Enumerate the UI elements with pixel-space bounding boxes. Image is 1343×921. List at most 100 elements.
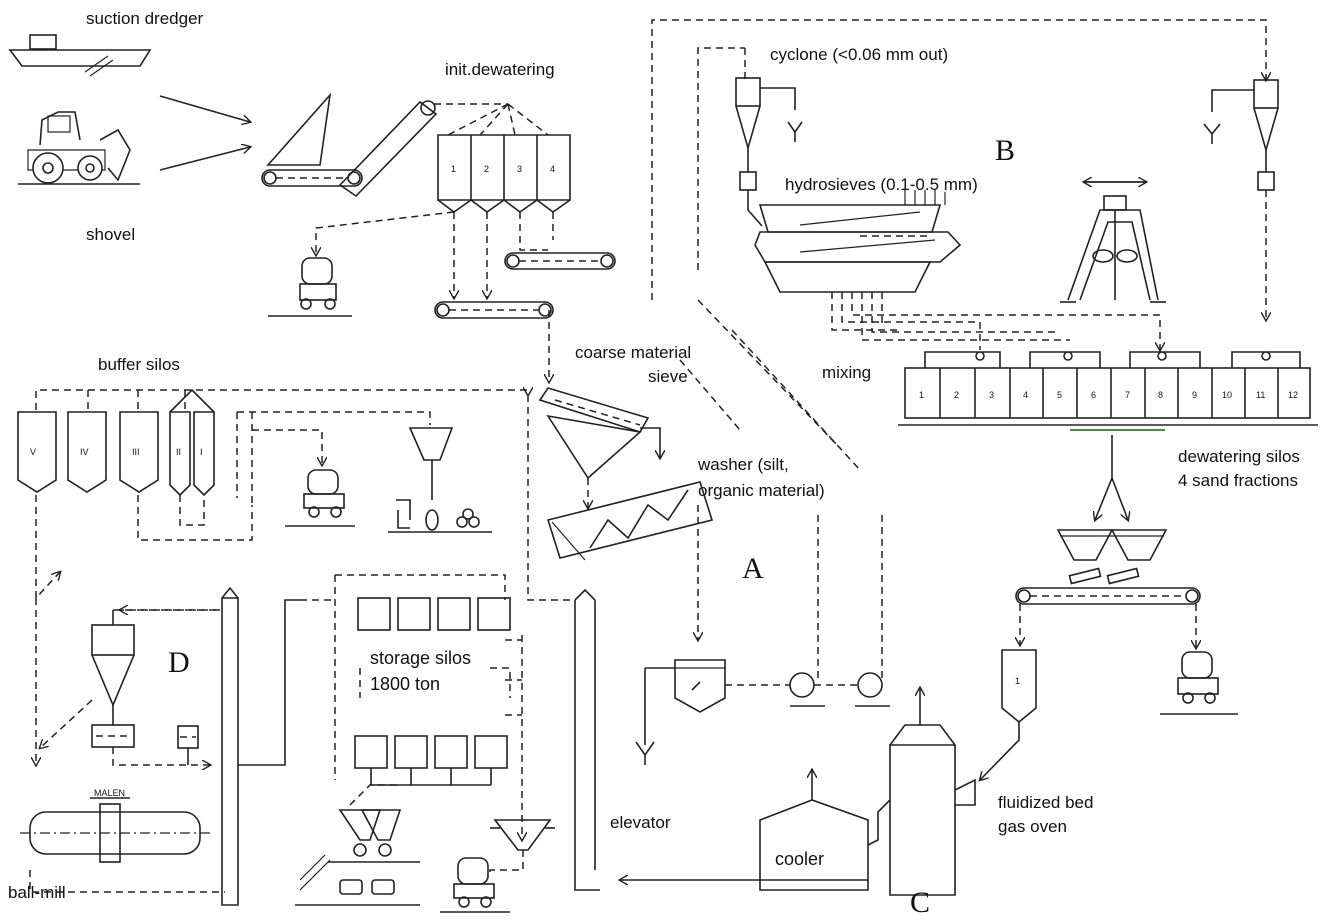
buffer-top-line bbox=[36, 390, 528, 410]
init-silo-4: 4 bbox=[550, 164, 555, 174]
buffer-silos-label: buffer silos bbox=[98, 355, 180, 374]
elevator-left bbox=[222, 588, 335, 905]
mill-classifiers bbox=[92, 725, 210, 765]
dewatering-silo-1: 1 bbox=[919, 390, 924, 400]
buffer-silo-iv: IV bbox=[80, 447, 89, 457]
buffer-silo-iii: III bbox=[132, 447, 140, 457]
sand-hoppers bbox=[1058, 530, 1166, 584]
sieve-label: sieve bbox=[648, 367, 688, 386]
cyclone-left bbox=[736, 78, 802, 226]
bagging-unit bbox=[295, 785, 420, 905]
feed-hopper bbox=[262, 95, 362, 186]
storage-silos-top bbox=[358, 598, 510, 630]
init-truck-icon bbox=[268, 258, 352, 316]
dewatering-silo-6: 6 bbox=[1091, 390, 1096, 400]
elevator-label: elevator bbox=[610, 813, 671, 832]
side-conveyor bbox=[505, 253, 615, 269]
coarse-sieve bbox=[540, 388, 660, 508]
silo-distributors bbox=[925, 352, 1300, 368]
dewatering-silo-numbers: 1 2 3 4 5 6 7 8 9 10 11 12 bbox=[919, 390, 1298, 400]
storage-top-line bbox=[335, 575, 505, 600]
section-c-label: C bbox=[910, 886, 930, 919]
svg-text:1: 1 bbox=[1015, 676, 1020, 686]
buffer-truck-icon bbox=[285, 470, 355, 526]
init-dewatering-label: init.dewatering bbox=[445, 60, 555, 79]
hydrosieves bbox=[755, 190, 960, 292]
dewatering-silo-2: 2 bbox=[954, 390, 959, 400]
hydrosieves-label: hydrosieves (0.1-0.5 mm) bbox=[785, 175, 978, 194]
storage-taps bbox=[505, 640, 522, 715]
sand-fractions-label: 4 sand fractions bbox=[1178, 471, 1298, 490]
elevator-feed-line bbox=[528, 395, 575, 600]
buffer-bottom-collect bbox=[138, 495, 252, 540]
guide-line-1 bbox=[732, 330, 860, 470]
dewatering-silo-3: 3 bbox=[989, 390, 994, 400]
elevator-right bbox=[575, 590, 600, 890]
suction-dredger-label: suction dredger bbox=[86, 9, 204, 28]
screw-washer bbox=[548, 482, 712, 640]
dewatering-silo-9: 9 bbox=[1192, 390, 1197, 400]
dewatering-silo-11: 11 bbox=[1256, 390, 1265, 400]
buffer-to-truck bbox=[252, 430, 322, 465]
dewatering-silo-12: 12 bbox=[1288, 390, 1298, 400]
buffer-silo-i: I bbox=[200, 447, 203, 457]
guide-line-2 bbox=[698, 300, 840, 448]
mixer-gantry bbox=[1060, 182, 1166, 302]
init-dewatering-silos: 1 2 3 4 bbox=[438, 135, 570, 212]
init-silo-1: 1 bbox=[451, 164, 456, 174]
init-silo-2: 2 bbox=[484, 164, 489, 174]
washer-label-2: organic material) bbox=[698, 481, 825, 500]
buffer-silo-ii: II bbox=[176, 447, 181, 457]
dewatering-silo-5: 5 bbox=[1057, 390, 1062, 400]
cyclone-right bbox=[1204, 80, 1278, 320]
storage-capacity-label: 1800 ton bbox=[370, 674, 440, 694]
ball-mill: MALEN bbox=[20, 788, 210, 862]
buffer-bagger bbox=[388, 428, 492, 532]
washer-label-1: washer (silt, bbox=[697, 455, 789, 474]
fluidized-bed-oven bbox=[868, 688, 975, 895]
pumps bbox=[790, 673, 890, 706]
return-line-top bbox=[652, 20, 1266, 300]
buffer-to-mill-line bbox=[36, 495, 60, 598]
fluidized-bed-label: fluidized bed bbox=[998, 793, 1093, 812]
dewatering-silo-10: 10 bbox=[1222, 390, 1232, 400]
buffer-feeds bbox=[88, 390, 185, 410]
cooler bbox=[760, 770, 868, 890]
hydrosieve-outlets bbox=[832, 292, 1160, 350]
mixing-label: mixing bbox=[822, 363, 871, 382]
collecting-conveyor bbox=[435, 302, 553, 318]
cyclone-label: cyclone (<0.06 mm out) bbox=[770, 45, 948, 64]
oven-feed-silo: 1 bbox=[980, 650, 1036, 780]
cooler-label: cooler bbox=[775, 849, 824, 869]
buffer-small-collect bbox=[180, 495, 204, 525]
dredger-feed-arrow bbox=[160, 96, 250, 122]
buffer-silo-v: V bbox=[30, 447, 36, 457]
buffer-vertical-lines bbox=[237, 412, 252, 505]
shovel-icon bbox=[18, 112, 140, 184]
section-d-label: D bbox=[168, 646, 190, 679]
coarse-material-label: coarse material bbox=[575, 343, 691, 362]
section-a-label: A bbox=[742, 552, 764, 585]
shovel-feed-arrow bbox=[160, 147, 250, 170]
suction-dredger-icon bbox=[10, 35, 150, 76]
sand-conveyor bbox=[1016, 588, 1200, 604]
settling-tank bbox=[636, 660, 790, 765]
dewatering-silos bbox=[898, 368, 1318, 430]
cyclone-return bbox=[698, 48, 745, 270]
mill-cyclone bbox=[40, 610, 220, 748]
sand-truck-icon bbox=[1160, 652, 1238, 714]
storage-silos-label: storage silos bbox=[370, 648, 471, 668]
init-silo-discharges bbox=[316, 212, 553, 298]
dewatering-discharge bbox=[1095, 435, 1128, 520]
guide-line-3 bbox=[680, 360, 740, 430]
inclined-conveyor bbox=[340, 101, 436, 196]
section-b-label: B bbox=[995, 134, 1015, 167]
storage-silos-bottom bbox=[355, 736, 507, 785]
init-silo-3: 3 bbox=[517, 164, 522, 174]
dewatering-silo-7: 7 bbox=[1125, 390, 1130, 400]
init-dewatering-distribution bbox=[434, 104, 548, 135]
malen-label: MALEN bbox=[94, 788, 125, 798]
dewatering-silo-8: 8 bbox=[1158, 390, 1163, 400]
